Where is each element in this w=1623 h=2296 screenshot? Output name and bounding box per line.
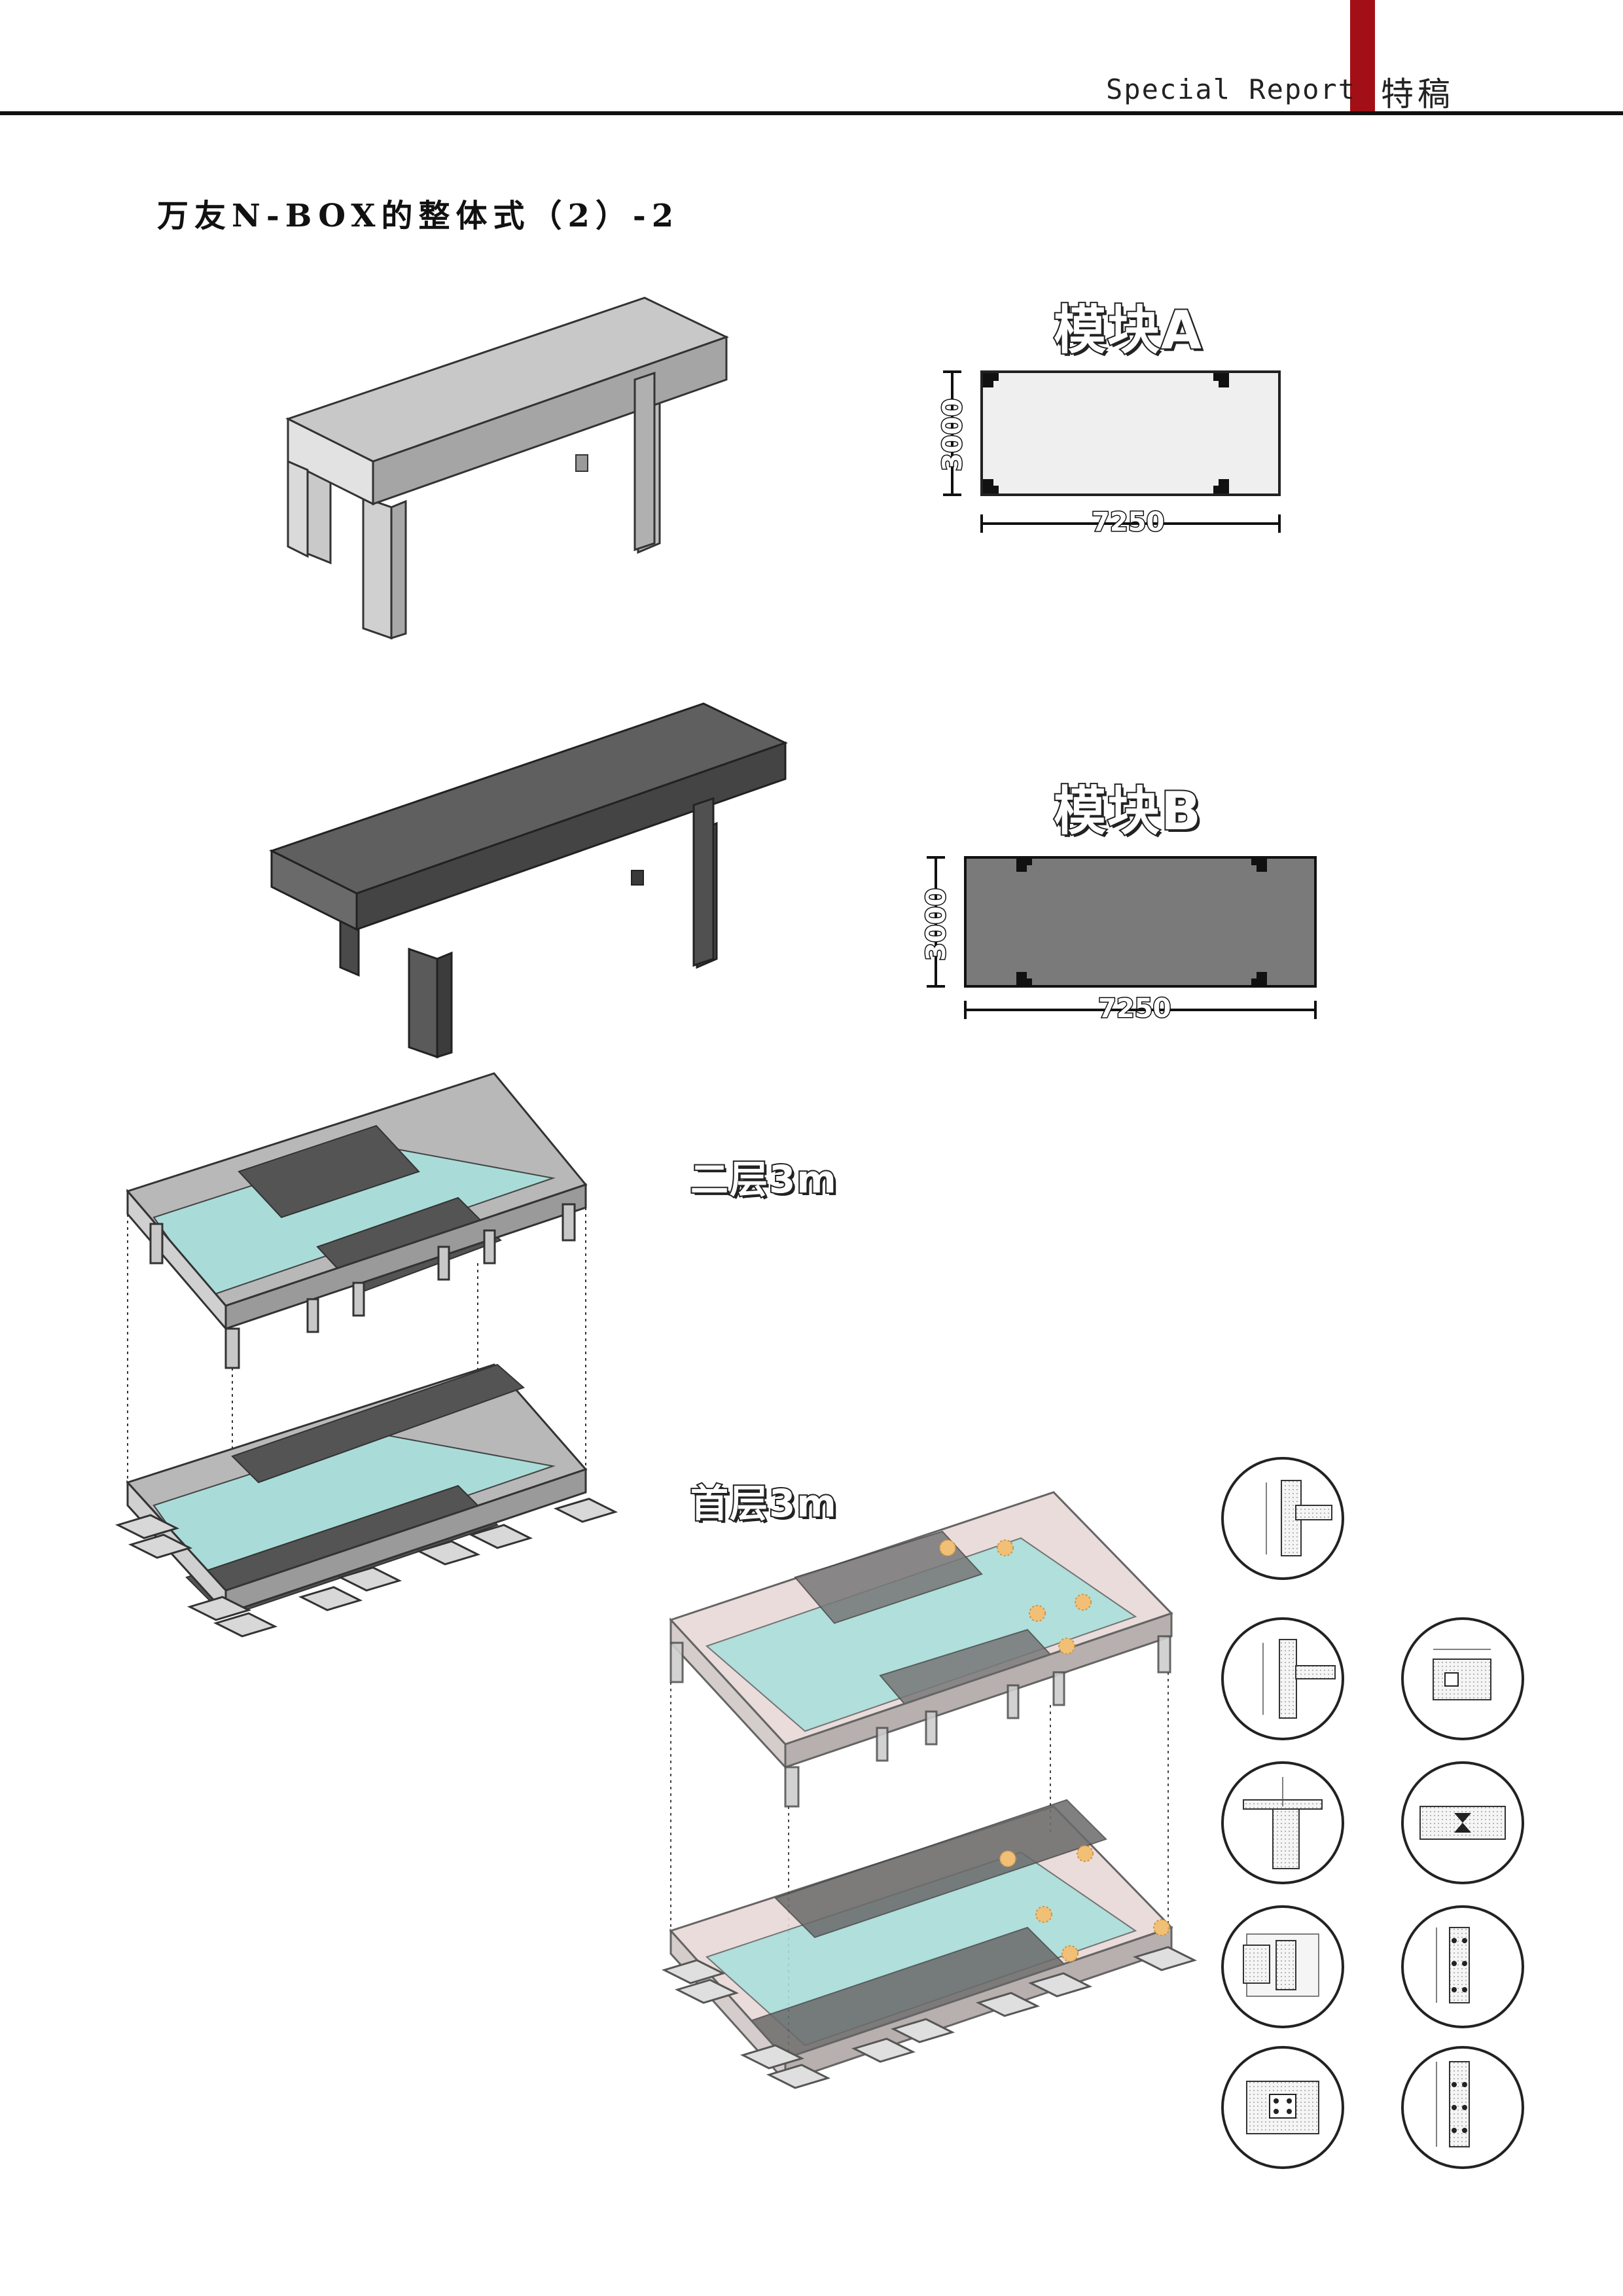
- detail-column-profile-icon: [1401, 2046, 1524, 2169]
- module-b-plan: [927, 856, 1317, 1019]
- detail-wall-joint-icon: [1221, 1905, 1344, 2028]
- first-floor-label: 首层3m: [689, 1480, 838, 1527]
- section-label-cn: 特稿: [1381, 75, 1454, 113]
- transparent-structure-lower: [661, 1799, 1198, 2089]
- second-floor-assembly: [126, 1072, 588, 1597]
- module-b-depth-label: 3000: [921, 887, 953, 961]
- module-a-isometric: [285, 296, 729, 640]
- detail-column-section-icon: [1401, 1905, 1524, 2028]
- header-rule: [0, 111, 1623, 115]
- detail-beam-joint-icon: [1221, 1617, 1344, 1740]
- header-accent-bar: [1350, 0, 1375, 113]
- module-a-title: 模块A: [1052, 298, 1203, 362]
- section-label-en: Special Report: [1106, 73, 1357, 105]
- detail-slab-joint-icon: [1221, 1761, 1344, 1884]
- detail-base-plate-icon: [1221, 2046, 1344, 2169]
- page-title: 万友N-BOX的整体式（2）-2: [157, 198, 680, 234]
- module-b-width-label: 7250: [1097, 993, 1171, 1025]
- detail-column-joint-icon: [1221, 1457, 1344, 1580]
- module-b-isometric: [269, 702, 788, 1059]
- module-a-width-label: 7250: [1090, 507, 1165, 539]
- detail-plan-icon: [1401, 1761, 1524, 1884]
- module-a-plan: [943, 370, 1281, 533]
- first-floor-assembly: [115, 1363, 618, 1638]
- module-b-title: 模块B: [1052, 780, 1202, 843]
- transparent-structure-upper: [669, 1491, 1173, 2055]
- second-floor-label: 二层3m: [689, 1156, 838, 1203]
- module-a-depth-label: 3000: [937, 397, 969, 472]
- detail-section-icon: [1401, 1617, 1524, 1740]
